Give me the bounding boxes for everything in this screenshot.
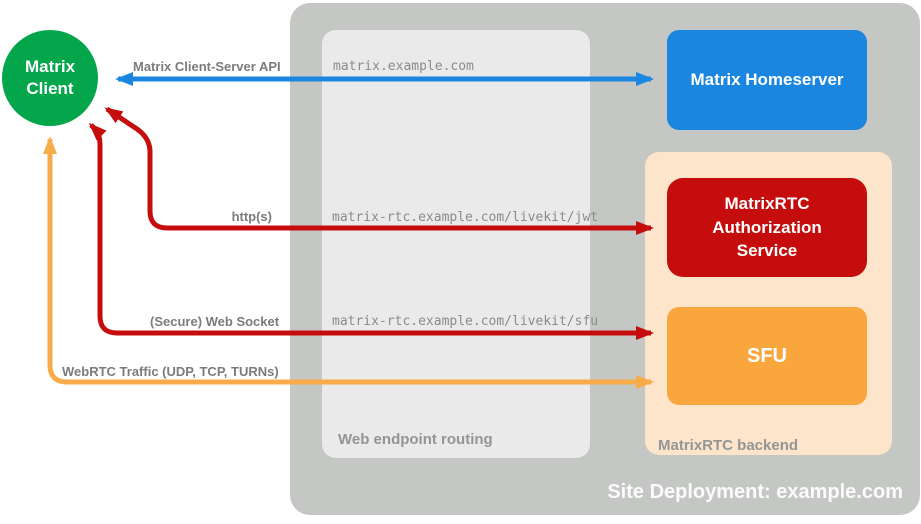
web-endpoint-routing-label: Web endpoint routing: [338, 431, 493, 448]
endpoint-url-livekit-jwt: matrix-rtc.example.com/livekit/jwt: [332, 210, 599, 225]
matrix-homeserver-node: Matrix Homeserver: [667, 30, 867, 130]
matrix-client-node: Matrix Client: [2, 30, 98, 126]
sfu-node: SFU: [667, 307, 867, 405]
client-server-api-label: Matrix Client-Server API: [133, 59, 281, 74]
site-deployment-label: Site Deployment: example.com: [607, 481, 903, 503]
webrtc-traffic-label: WebRTC Traffic (UDP, TCP, TURNs): [62, 364, 279, 379]
endpoint-url-livekit-sfu: matrix-rtc.example.com/livekit/sfu: [332, 314, 599, 329]
matrixrtc-backend-label: MatrixRTC backend: [658, 437, 799, 454]
matrixrtc-authorization-service-node: MatrixRTC Authorization Service: [667, 178, 867, 277]
endpoint-url-homeserver: matrix.example.com: [333, 59, 474, 74]
https-label: http(s): [231, 209, 272, 224]
arrow-webrtc-traffic: [43, 136, 654, 389]
secure-web-socket-label: (Secure) Web Socket: [150, 314, 280, 329]
